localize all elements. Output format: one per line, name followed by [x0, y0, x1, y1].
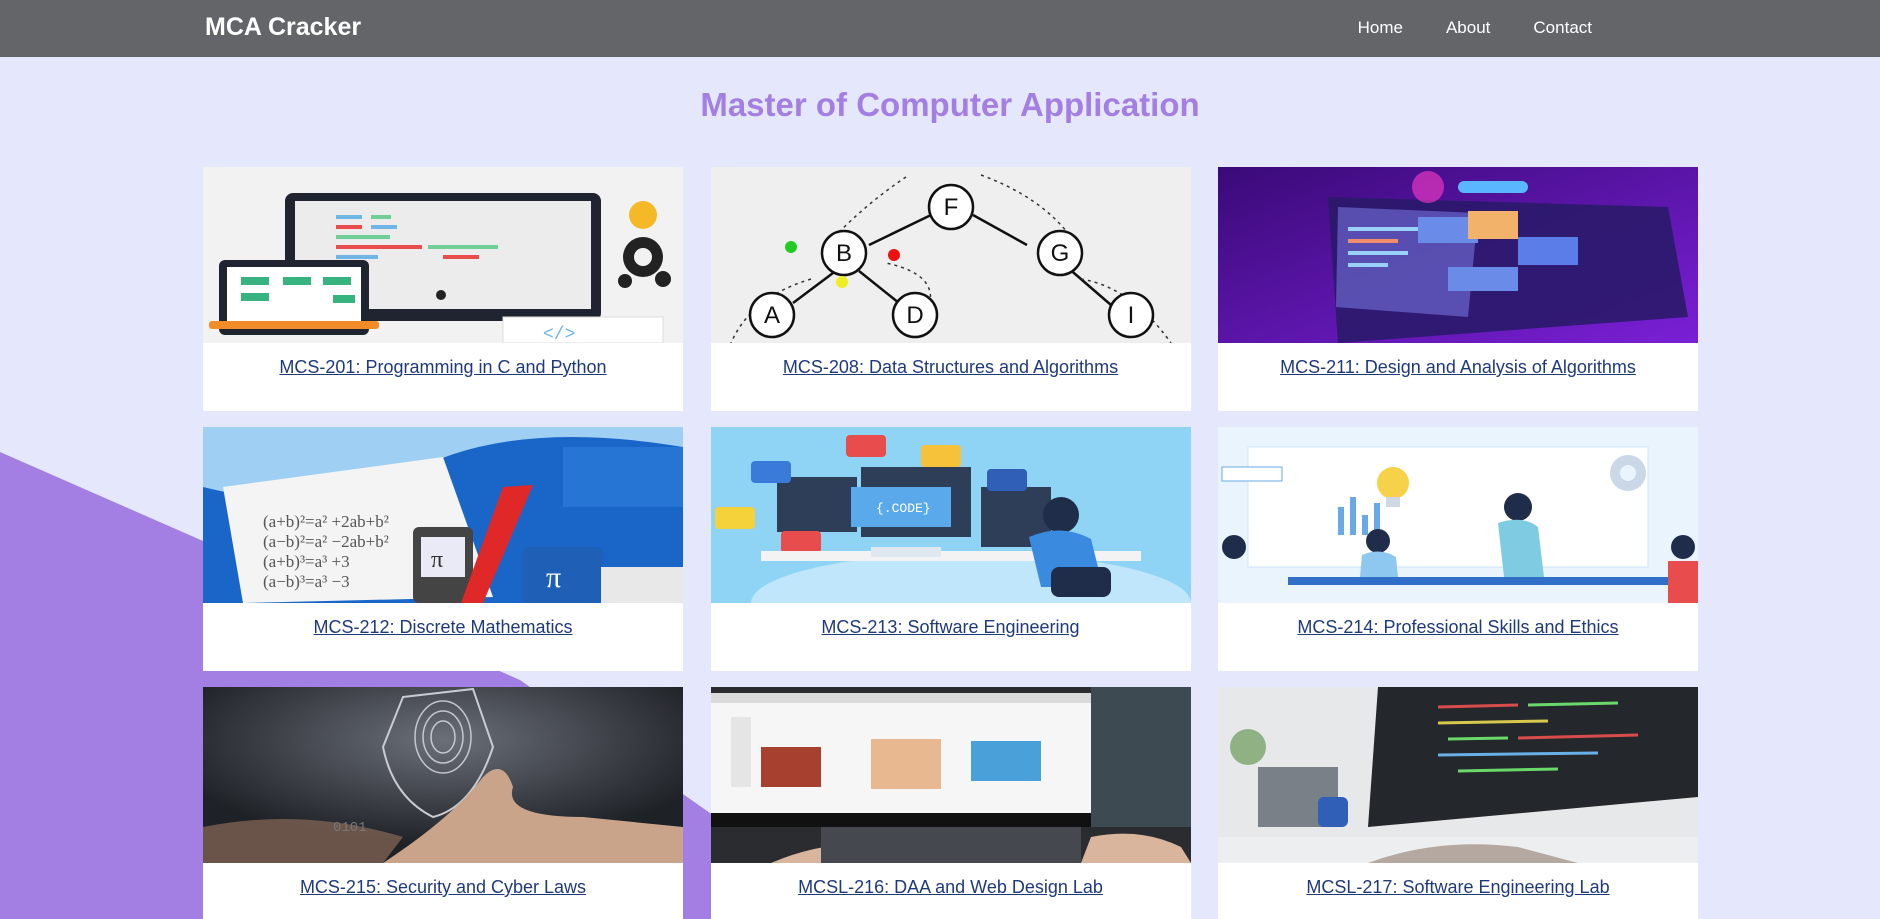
code-monitor-image — [1218, 687, 1698, 863]
course-card[interactable]: MCS-211: Design and Analysis of Algorith… — [1218, 167, 1698, 411]
navbar: MCA Cracker Home About Contact — [0, 0, 1880, 57]
course-card[interactable]: MCS-214: Professional Skills and Ethics — [1218, 427, 1698, 671]
course-link-mcs-212[interactable]: MCS-212: Discrete Mathematics — [313, 617, 573, 637]
course-link-mcsl-216[interactable]: MCSL-216: DAA and Web Design Lab — [798, 877, 1103, 897]
nav-links: Home About Contact — [1315, 18, 1592, 38]
course-link-mcsl-217[interactable]: MCSL-217: Software Engineering Lab — [1306, 877, 1610, 897]
developer-workspace-illustration: {.CODE} — [710, 427, 1191, 603]
tree-node-i: I — [1127, 302, 1134, 329]
course-card[interactable]: </> MCS-201: Programming in C and Python — [203, 167, 683, 411]
tree-node-f: F — [943, 194, 958, 221]
nav-home[interactable]: Home — [1357, 18, 1403, 37]
nav-about[interactable]: About — [1445, 18, 1491, 37]
svg-text:{.CODE}: {.CODE} — [876, 501, 931, 516]
course-card[interactable]: MCSL-217: Software Engineering Lab — [1218, 687, 1698, 919]
svg-text:(a+b)³=a³ +3: (a+b)³=a³ +3 — [263, 552, 350, 571]
course-card[interactable]: F B G A D I MCS-208: Data Structures and… — [710, 167, 1191, 411]
course-link-mcs-201[interactable]: MCS-201: Programming in C and Python — [279, 357, 607, 377]
team-meeting-illustration — [1218, 427, 1698, 603]
course-card[interactable]: 0101 MCS-215: Security and Cyber Laws — [203, 687, 683, 919]
svg-text:(a−b)³=a³ −3: (a−b)³=a³ −3 — [263, 572, 350, 591]
course-link-mcs-215[interactable]: MCS-215: Security and Cyber Laws — [299, 877, 587, 897]
svg-text:0101: 0101 — [333, 820, 367, 836]
programming-illustration: </> — [203, 167, 683, 343]
laptop-web-design-image — [710, 687, 1191, 863]
svg-text:(a−b)²=a² −2ab+b²: (a−b)²=a² −2ab+b² — [263, 532, 389, 551]
brand-logo[interactable]: MCA Cracker — [205, 13, 362, 41]
course-link-mcs-211[interactable]: MCS-211: Design and Analysis of Algorith… — [1280, 357, 1636, 377]
course-card[interactable]: {.CODE} MCS-213: Software Engineering — [710, 427, 1191, 671]
binary-tree-diagram: F B G A D I — [710, 167, 1191, 343]
course-grid: </> MCS-201: Programming in C and Python — [203, 167, 1698, 919]
tree-node-a: A — [763, 302, 779, 329]
svg-text:π: π — [546, 561, 561, 594]
tree-node-b: B — [835, 240, 851, 267]
algebra-notebook-image: (a+b)²=a² +2ab+b² (a−b)²=a² −2ab+b² (a+b… — [203, 427, 683, 603]
tree-node-d: D — [906, 302, 923, 329]
svg-text:</>: </> — [543, 325, 575, 343]
fingerprint-security-image: 0101 — [203, 687, 683, 863]
page-title: Master of Computer Application — [700, 86, 1200, 123]
course-link-mcs-214[interactable]: MCS-214: Professional Skills and Ethics — [1297, 617, 1619, 637]
course-link-mcs-208[interactable]: MCS-208: Data Structures and Algorithms — [782, 357, 1119, 377]
svg-text:π: π — [431, 547, 443, 573]
laptop-flowchart-image — [1218, 167, 1698, 343]
course-card[interactable]: (a+b)²=a² +2ab+b² (a−b)²=a² −2ab+b² (a+b… — [203, 427, 683, 671]
course-card[interactable]: MCSL-216: DAA and Web Design Lab — [710, 687, 1191, 919]
course-link-mcs-213[interactable]: MCS-213: Software Engineering — [821, 617, 1080, 637]
tree-node-g: G — [1050, 240, 1069, 267]
nav-contact[interactable]: Contact — [1533, 18, 1592, 37]
svg-text:(a+b)²=a² +2ab+b²: (a+b)²=a² +2ab+b² — [263, 512, 389, 531]
